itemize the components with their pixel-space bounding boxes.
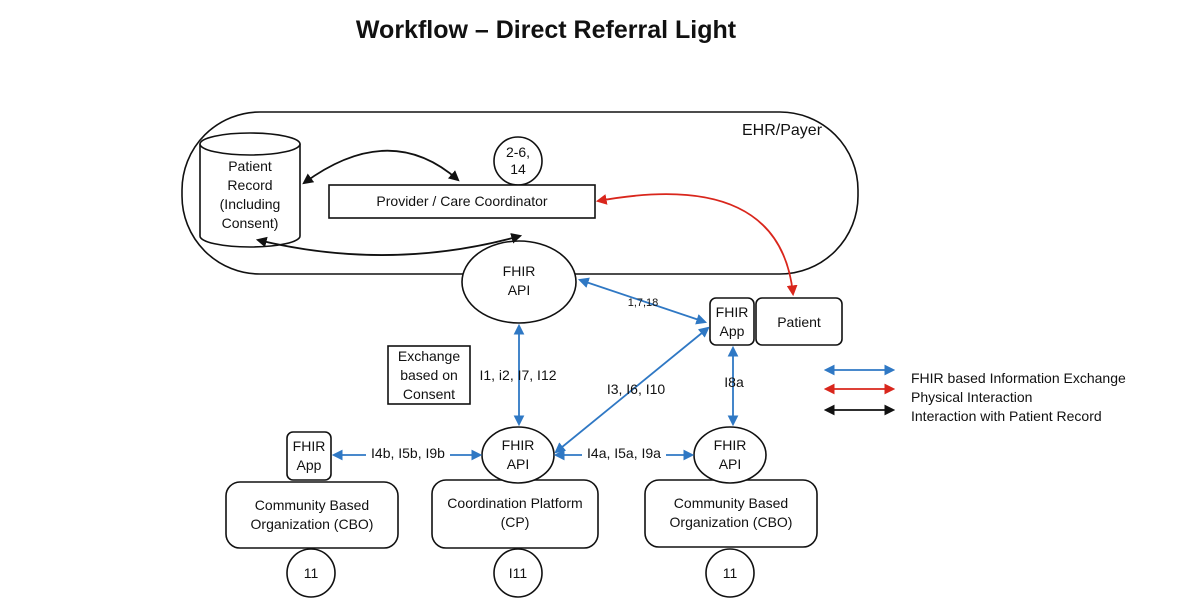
patient-fhir-app-line-2: App: [720, 323, 745, 339]
cp-fhir-api-line-2: API: [507, 456, 530, 472]
patient-fhir-app-line-1: FHIR: [716, 304, 749, 320]
cp-line-2: (CP): [501, 514, 530, 530]
ehr-fhir-api-line-1: FHIR: [503, 263, 536, 279]
cbo-right-fhir-api-line-1: FHIR: [714, 437, 747, 453]
cp-fhir-api-line-1: FHIR: [502, 437, 535, 453]
cbo-left-fhir-app-box: [286, 431, 332, 481]
step-bubble-provider: 2-6, 14: [493, 136, 543, 186]
legend: FHIR based Information Exchange Physical…: [823, 364, 1126, 424]
ehr-fhir-api: FHIR API: [461, 240, 577, 324]
cp-api-patient-app-arrow: [554, 326, 710, 454]
record-ehr-api-arrow: [255, 233, 523, 256]
cbo-right-line-1: Community Based: [674, 495, 788, 511]
cbo-right-fhir-api: FHIR API: [693, 426, 767, 484]
cbo-left-line-2: Organization (CBO): [251, 516, 374, 532]
legend-physical-label: Physical Interaction: [911, 389, 1032, 405]
consent-note-box: [387, 345, 471, 405]
cbo-left-cp-label-bg: [366, 444, 450, 462]
patient-record-database: Patient Record (Including Consent): [199, 132, 301, 248]
ehr-api-patient-app-arrow: [577, 277, 708, 325]
cp-step-bubble: [493, 548, 543, 598]
consent-note-line-2: based on: [400, 367, 458, 383]
step-bubble-line-2: 14: [510, 161, 526, 177]
cp-line-1: Coordination Platform: [447, 495, 582, 511]
cbo-left-fhir-app-line-2: App: [297, 457, 322, 473]
cp-api-cbo-right-api-label: I4a, I5a, I9a: [587, 445, 661, 461]
cbo-right-line-2: Organization (CBO): [670, 514, 793, 530]
patient-box: [755, 297, 843, 346]
cbo-left-line-1: Community Based: [255, 497, 369, 513]
ehr-fhir-api-line-2: API: [508, 282, 531, 298]
cbo-left-app-cp-api-label: I4b, I5b, I9b: [371, 445, 445, 461]
diagram-title: Workflow – Direct Referral Light: [356, 16, 737, 44]
provider-care-coordinator-label: Provider / Care Coordinator: [376, 193, 548, 209]
cp-step-label: I11: [509, 565, 528, 581]
cbo-left-fhir-app-line-1: FHIR: [293, 438, 326, 454]
ehr-api-cp-api-label: I1, i2, I7, I12: [479, 367, 556, 383]
cp-fhir-api: FHIR API: [481, 426, 555, 484]
record-provider-arrow: [302, 149, 460, 185]
patient-record-line-4: Consent): [222, 215, 279, 231]
patient-fhir-app-box: [709, 297, 755, 346]
provider-care-coordinator-box: [328, 184, 596, 219]
cbo-left-step-bubble: [286, 548, 336, 598]
cp-cbo-right-label-bg: [582, 444, 666, 462]
cbo-right-step-bubble: [705, 548, 755, 598]
step-bubble-line-1: 2-6,: [506, 144, 530, 160]
cbo-left-box: [225, 481, 399, 549]
legend-fhir-label: FHIR based Information Exchange: [911, 370, 1126, 386]
ehr-api-patient-app-label: 1,7,18: [628, 297, 659, 309]
consent-note-line-3: Consent: [403, 386, 455, 402]
cbo-right-step-label: 11: [723, 565, 738, 581]
cbo-left-step-label: 11: [304, 565, 319, 581]
patient-record-line-3: (Including: [220, 196, 281, 212]
patient-app-cbo-right-api-label: I8a: [724, 374, 744, 390]
consent-note-line-1: Exchange: [398, 348, 460, 364]
legend-record-label: Interaction with Patient Record: [911, 408, 1102, 424]
patient-record-line-2: Record: [227, 177, 272, 193]
cp-api-patient-app-label: I3, I6, I10: [607, 381, 666, 397]
patient-record-line-1: Patient: [228, 158, 272, 174]
provider-patient-arrow: [595, 193, 798, 297]
cbo-right-fhir-api-line-2: API: [719, 456, 742, 472]
patient-label: Patient: [777, 314, 821, 330]
ehr-payer-label: EHR/Payer: [742, 122, 823, 139]
